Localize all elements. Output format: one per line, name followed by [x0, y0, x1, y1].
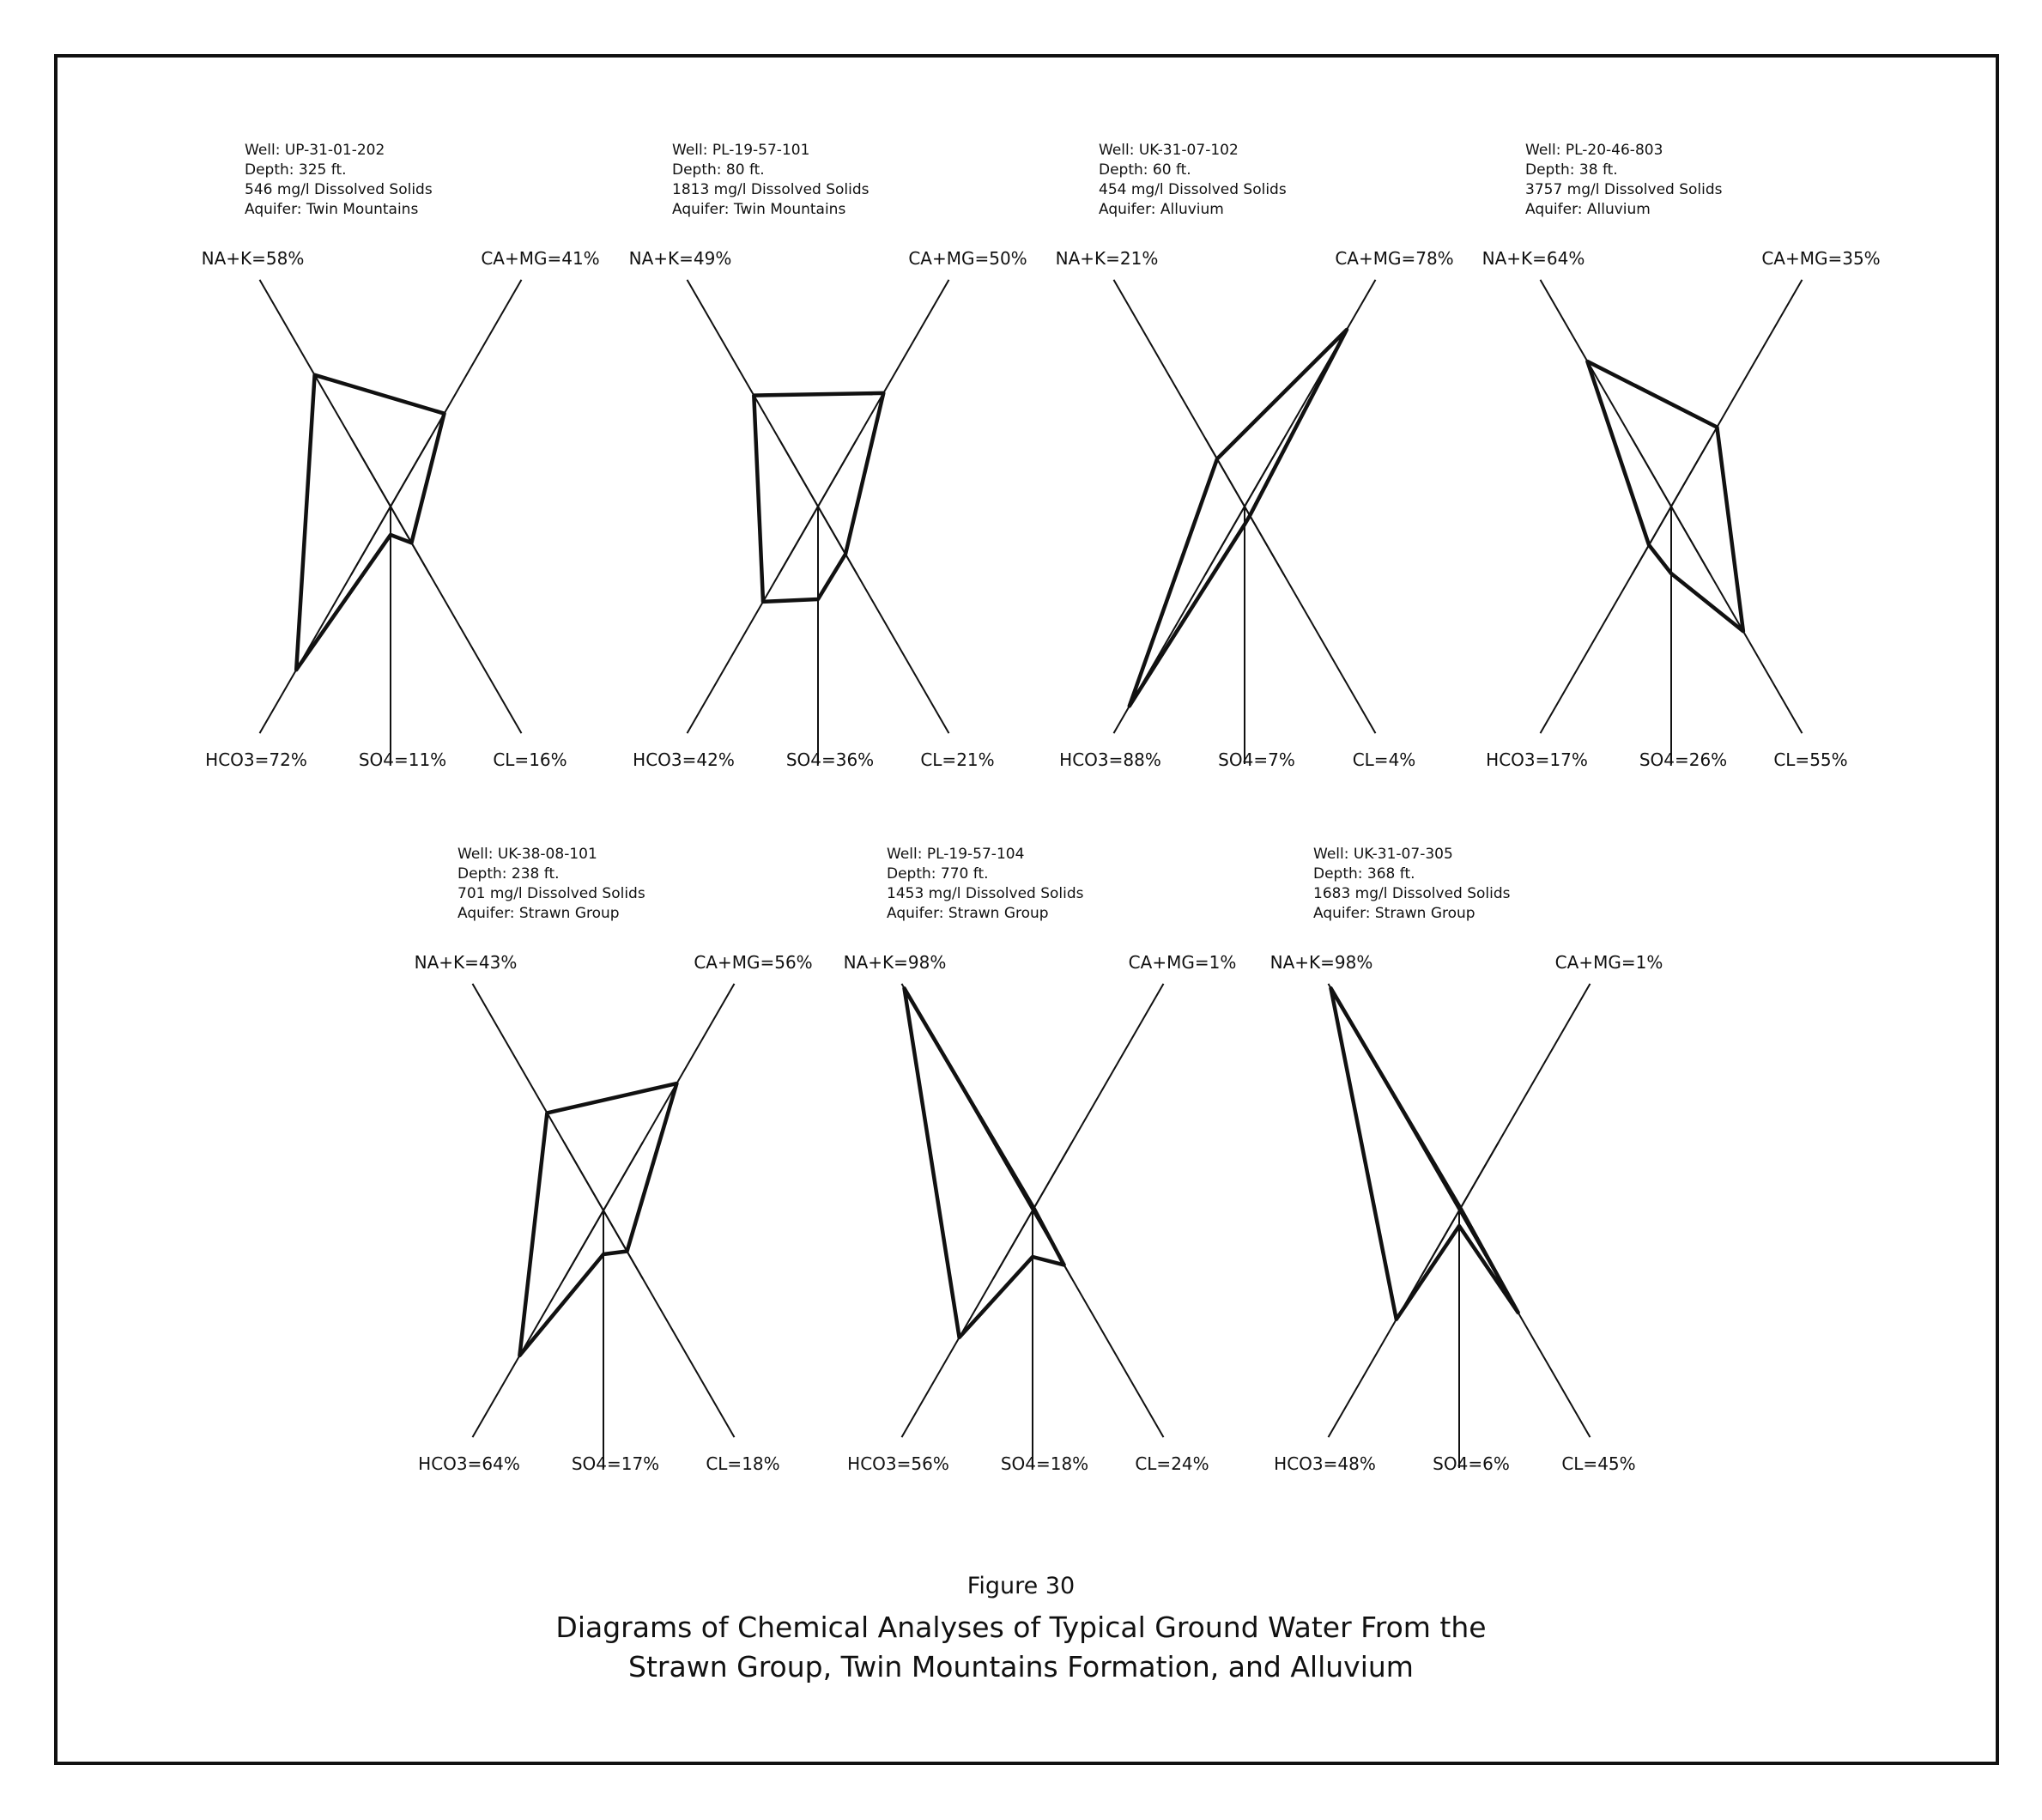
- diagram-6-label-na-k: NA+K=98%: [844, 952, 947, 973]
- diagram-1-label-na-k: NA+K=58%: [202, 248, 305, 269]
- diagram-5-label-cl: CL=18%: [706, 1453, 779, 1474]
- diagram-6-info-line-3: 1453 mg/l Dissolved Solids: [887, 885, 1084, 902]
- diagram-1-info-line-1: Well: UP-31-01-202: [245, 142, 385, 159]
- diagram-1-label-hco3: HCO3=72%: [205, 749, 307, 770]
- diagram-1-info-line-3: 546 mg/l Dissolved Solids: [245, 181, 433, 198]
- diagram-5-axis-hco3: [471, 1142, 644, 1438]
- diagram-5-label-hco3: HCO3=64%: [418, 1453, 520, 1474]
- diagram-3-label-cl: CL=4%: [1353, 749, 1416, 770]
- diagram-4-label-cl: CL=55%: [1773, 749, 1847, 770]
- diagram-2-analysis-polygon: [752, 391, 886, 604]
- diagram-1-info-line-4: Aquifer: Twin Mountains: [245, 201, 418, 218]
- diagram-5-label-ca-mg: CA+MG=56%: [694, 952, 812, 973]
- diagram-6-info-line-4: Aquifer: Strawn Group: [887, 905, 1049, 922]
- diagram-4-axis-hco3: [1539, 438, 1712, 734]
- diagram-2-label-so4: SO4=36%: [786, 749, 874, 770]
- diagram-4-info-line-4: Aquifer: Alluvium: [1525, 201, 1651, 218]
- diagram-4-label-so4: SO4=26%: [1639, 749, 1727, 770]
- diagram-7-label-hco3: HCO3=48%: [1274, 1453, 1376, 1474]
- diagram-3-label-hco3: HCO3=88%: [1059, 749, 1161, 770]
- diagram-5-analysis-polygon: [518, 1081, 679, 1358]
- diagram-5-info-line-1: Well: UK-38-08-101: [457, 846, 597, 863]
- figure-border: [54, 54, 1999, 1765]
- figure-title-line-2: Strawn Group, Twin Mountains Formation, …: [628, 1650, 1414, 1684]
- diagram-3-info-line-2: Depth: 60 ft.: [1099, 161, 1191, 179]
- diagram-6-label-so4: SO4=18%: [1001, 1453, 1088, 1474]
- diagram-1-label-so4: SO4=11%: [359, 749, 446, 770]
- diagram-3-label-ca-mg: CA+MG=78%: [1335, 248, 1453, 269]
- diagram-3-analysis-polygon: [1127, 327, 1349, 708]
- diagram-7-info-line-4: Aquifer: Strawn Group: [1313, 905, 1475, 922]
- diagram-6-info-line-2: Depth: 770 ft.: [887, 865, 989, 883]
- diagram-2-label-cl: CL=21%: [920, 749, 994, 770]
- diagram-4-info-line-2: Depth: 38 ft.: [1525, 161, 1618, 179]
- diagram-2-axis-hco3: [686, 438, 858, 734]
- diagram-4-analysis-polygon: [1585, 359, 1746, 634]
- diagram-4-label-hco3: HCO3=17%: [1486, 749, 1588, 770]
- diagram-5-label-so4: SO4=17%: [572, 1453, 659, 1474]
- diagram-2-info-line-3: 1813 mg/l Dissolved Solids: [672, 181, 870, 198]
- diagram-4-info-line-1: Well: PL-20-46-803: [1525, 142, 1663, 159]
- diagram-3-axis-cl: [1204, 438, 1377, 734]
- diagram-7-label-ca-mg: CA+MG=1%: [1555, 952, 1663, 973]
- diagram-2-label-ca-mg: CA+MG=50%: [908, 248, 1027, 269]
- diagram-7-analysis-polygon: [1329, 986, 1520, 1322]
- diagram-3-info-line-1: Well: UK-31-07-102: [1099, 142, 1239, 159]
- diagram-2-info-line-4: Aquifer: Twin Mountains: [672, 201, 845, 218]
- diagram-1-info-line-2: Depth: 325 ft.: [245, 161, 347, 179]
- diagram-1-label-ca-mg: CA+MG=41%: [481, 248, 599, 269]
- diagram-3-label-na-k: NA+K=21%: [1056, 248, 1159, 269]
- diagram-5-label-na-k: NA+K=43%: [415, 952, 518, 973]
- diagram-6-label-cl: CL=24%: [1135, 1453, 1209, 1474]
- diagram-3-info-line-3: 454 mg/l Dissolved Solids: [1099, 181, 1287, 198]
- diagram-7-info-line-1: Well: UK-31-07-305: [1313, 846, 1453, 863]
- diagram-2-info-line-1: Well: PL-19-57-101: [672, 142, 809, 159]
- diagram-1-axis-cl: [350, 438, 523, 734]
- diagram-7-label-so4: SO4=6%: [1433, 1453, 1510, 1474]
- figure-title-line-1: Diagrams of Chemical Analyses of Typical…: [555, 1611, 1487, 1644]
- diagram-6-axis-hco3: [900, 1142, 1073, 1438]
- diagram-5-info-line-2: Depth: 238 ft.: [457, 865, 560, 883]
- diagram-7-axis-hco3: [1327, 1142, 1500, 1438]
- figure-number: Figure 30: [966, 1573, 1076, 1599]
- diagram-1-analysis-polygon: [294, 373, 446, 672]
- diagram-6-label-hco3: HCO3=56%: [847, 1453, 949, 1474]
- diagram-1-axis-hco3: [258, 438, 431, 734]
- diagram-2-label-na-k: NA+K=49%: [629, 248, 732, 269]
- diagram-4-label-ca-mg: CA+MG=35%: [1761, 248, 1880, 269]
- diagram-4-axis-cl: [1631, 438, 1803, 734]
- diagram-3-info-line-4: Aquifer: Alluvium: [1099, 201, 1224, 218]
- diagram-4-info-line-3: 3757 mg/l Dissolved Solids: [1525, 181, 1723, 198]
- diagram-4-label-na-k: NA+K=64%: [1482, 248, 1585, 269]
- diagram-2-label-hco3: HCO3=42%: [633, 749, 735, 770]
- diagram-6-axis-cl: [992, 1142, 1165, 1438]
- diagram-6-info-line-1: Well: PL-19-57-104: [887, 846, 1024, 863]
- diagram-7-label-cl: CL=45%: [1561, 1453, 1635, 1474]
- diagram-3-label-so4: SO4=7%: [1218, 749, 1295, 770]
- diagram-6-label-ca-mg: CA+MG=1%: [1129, 952, 1237, 973]
- diagram-5-axis-cl: [563, 1142, 736, 1438]
- diagram-7-info-line-2: Depth: 368 ft.: [1313, 865, 1415, 883]
- diagram-2-axis-cl: [778, 438, 950, 734]
- diagram-2-info-line-2: Depth: 80 ft.: [672, 161, 765, 179]
- diagram-6-analysis-polygon: [902, 986, 1066, 1340]
- diagram-7-label-na-k: NA+K=98%: [1270, 952, 1373, 973]
- diagram-1-label-cl: CL=16%: [493, 749, 567, 770]
- diagram-5-info-line-4: Aquifer: Strawn Group: [457, 905, 620, 922]
- diagram-7-info-line-3: 1683 mg/l Dissolved Solids: [1313, 885, 1511, 902]
- diagram-5-info-line-3: 701 mg/l Dissolved Solids: [457, 885, 645, 902]
